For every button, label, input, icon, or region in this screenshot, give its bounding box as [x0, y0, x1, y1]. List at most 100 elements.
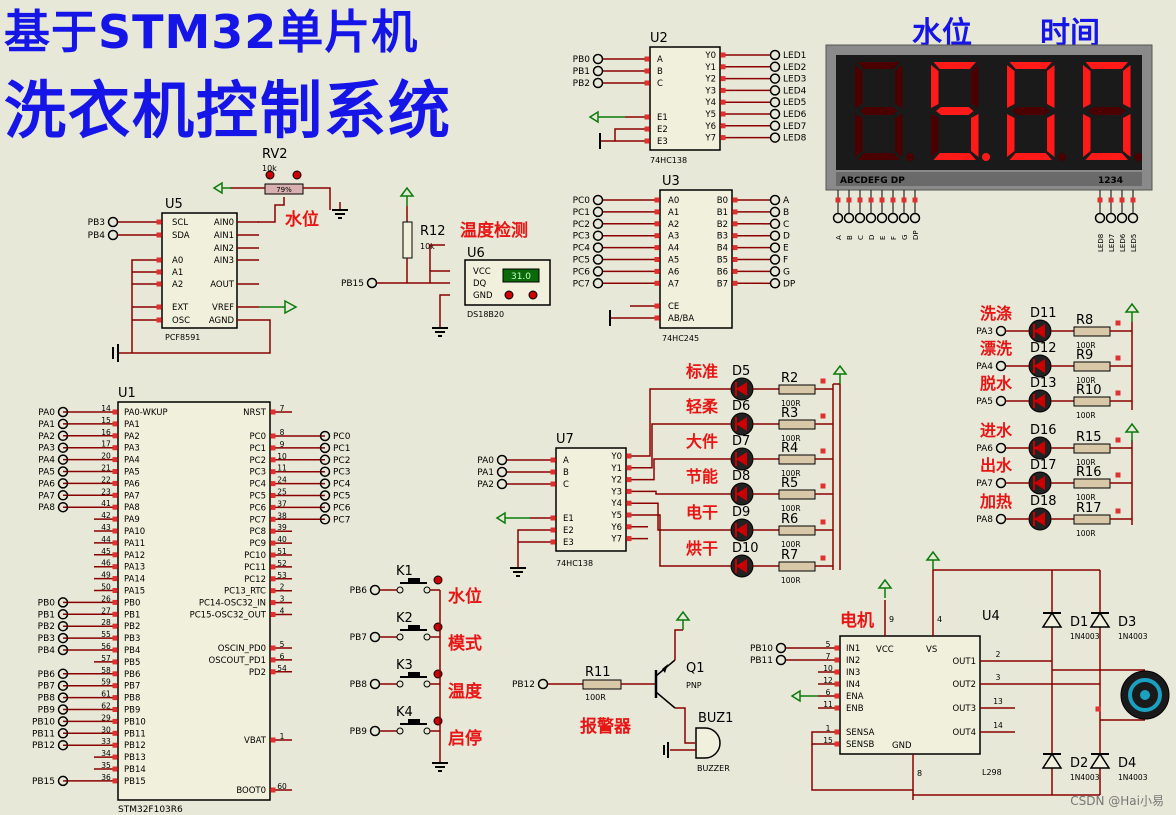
u1-net-PC4 — [319, 478, 331, 489]
label-btn-level: 水位 — [448, 587, 482, 607]
mode-0-pin-state — [820, 378, 826, 384]
state-0-led-triangle — [1034, 324, 1045, 338]
u7-pin-name: Y1 — [610, 464, 622, 474]
state-power-2 — [1124, 422, 1140, 433]
key-cap — [408, 578, 420, 583]
seg-e — [931, 114, 939, 157]
u3-pin-name: B6 — [717, 267, 728, 277]
u7-ref: U7 — [556, 432, 574, 447]
seg-pin-label: D — [868, 235, 876, 240]
title-line-2: 洗衣机控制系统 — [4, 74, 453, 147]
net-label: PC1 — [333, 444, 350, 454]
u2-pin-name: A — [657, 55, 663, 65]
u1-pin-number: 9 — [280, 440, 285, 449]
state-3-res-value: 100R — [1076, 458, 1096, 467]
u1-pin-number: 61 — [101, 690, 111, 699]
u1-pin-name: PB1 — [124, 610, 140, 620]
u5-pin-name: AOUT — [210, 280, 235, 290]
seg-pin-state — [868, 197, 874, 203]
seg-pin-terminal — [909, 212, 921, 224]
u1-pin-number: 56 — [101, 642, 111, 651]
mode-5-res-value: 100R — [781, 576, 801, 585]
u3-pin-name: A1 — [668, 208, 679, 218]
u4-net-PB11 — [775, 654, 787, 666]
u1-pin-name: PB9 — [124, 706, 140, 716]
diode-d2-body — [1041, 752, 1063, 769]
state-4-led-ref: D17 — [1030, 458, 1057, 473]
state-3-pin-state — [1115, 437, 1121, 443]
u1-pin-state — [112, 480, 118, 486]
state-4-res-value: 100R — [1076, 493, 1096, 502]
seg-pin-state — [912, 197, 918, 203]
u4-pin-number: 10 — [823, 664, 833, 673]
mode-1-led-ref: D6 — [732, 399, 750, 414]
u1-pin-name: PB10 — [124, 717, 146, 727]
u7-chip-body — [555, 447, 627, 552]
key-indicator — [433, 669, 443, 679]
u1-pin-name: PA4 — [124, 456, 140, 466]
diode-d1-part: 1N4003 — [1070, 632, 1100, 641]
u4-pin-name: ENA — [846, 692, 864, 702]
u4-pin-name: OUT2 — [952, 680, 976, 690]
net-label: PC3 — [333, 468, 350, 478]
u1-net-PB15 — [57, 775, 69, 787]
seg-d — [1085, 153, 1128, 160]
net-label: PB8 — [350, 680, 368, 690]
u3-net-PC7 — [592, 278, 604, 289]
u5-pin-name: OSC — [172, 316, 190, 326]
u4-pin-name: OUT3 — [952, 704, 976, 714]
u7-pin-state — [626, 500, 632, 506]
u1-pin-name: PC2 — [250, 456, 266, 466]
u3-net-C — [769, 218, 781, 230]
net-label: PC7 — [333, 515, 350, 525]
u1-pin-number: 26 — [101, 594, 111, 603]
u5-pin-state — [156, 281, 162, 287]
u7-pin-name: E1 — [563, 514, 574, 524]
u1-pin-state — [112, 599, 118, 605]
u1-pin-state — [112, 576, 118, 582]
seg-dp — [982, 153, 990, 161]
seg-pin-legend: ABCDEFG DP — [840, 176, 905, 186]
u1-net-PB6 — [57, 668, 69, 680]
u1-pin-state — [270, 588, 276, 594]
u1-pin-state — [112, 707, 118, 712]
seg-dp — [1058, 153, 1066, 161]
u2-net-PB2 — [592, 77, 604, 89]
net-label: PB1 — [573, 67, 590, 77]
net-label: PA5 — [38, 468, 55, 478]
u2-pin-state — [720, 123, 726, 129]
u2-pin-state — [720, 52, 726, 58]
u5-pin-state — [156, 317, 162, 323]
u1-pin-state — [270, 612, 276, 617]
state-power-1 — [1124, 302, 1140, 313]
u7-pin-name: C — [563, 480, 569, 490]
u3-pin-state — [654, 221, 660, 227]
u5-gnd-wire — [118, 319, 271, 354]
u4-pin-state — [834, 657, 840, 663]
key-contact — [396, 680, 404, 688]
u3-net-D — [769, 230, 781, 241]
u6-pin-name: GND — [473, 291, 493, 301]
u2-net-LED7 — [769, 120, 781, 132]
u6-ref: U6 — [467, 246, 485, 261]
mode-5-led-ref: D10 — [732, 541, 759, 556]
seg-pin-terminal — [898, 212, 910, 224]
state-1-resistor — [1073, 361, 1111, 372]
net-label: E — [783, 244, 789, 254]
u4-pin-name: VCC — [876, 645, 894, 655]
buz-wire — [675, 707, 695, 744]
seg-pin-label: E — [879, 236, 887, 240]
u1-pin-state — [112, 611, 118, 617]
diode-d3-part: 1N4003 — [1118, 632, 1148, 641]
u3-pin-state — [654, 280, 660, 286]
u7-pin-name: Y4 — [610, 499, 622, 509]
net-label: PB11 — [32, 729, 55, 739]
state-4-net — [995, 477, 1007, 489]
u1-pin-name: PA1 — [124, 420, 140, 430]
u1-net-PC0 — [319, 430, 331, 442]
label-temp-detect: 温度检测 — [460, 221, 528, 241]
mode-5-resistor — [778, 561, 816, 572]
u5-pin-state — [156, 304, 162, 310]
u1-pin-name: NRST — [243, 408, 267, 418]
seg-com-terminal — [1105, 212, 1117, 224]
